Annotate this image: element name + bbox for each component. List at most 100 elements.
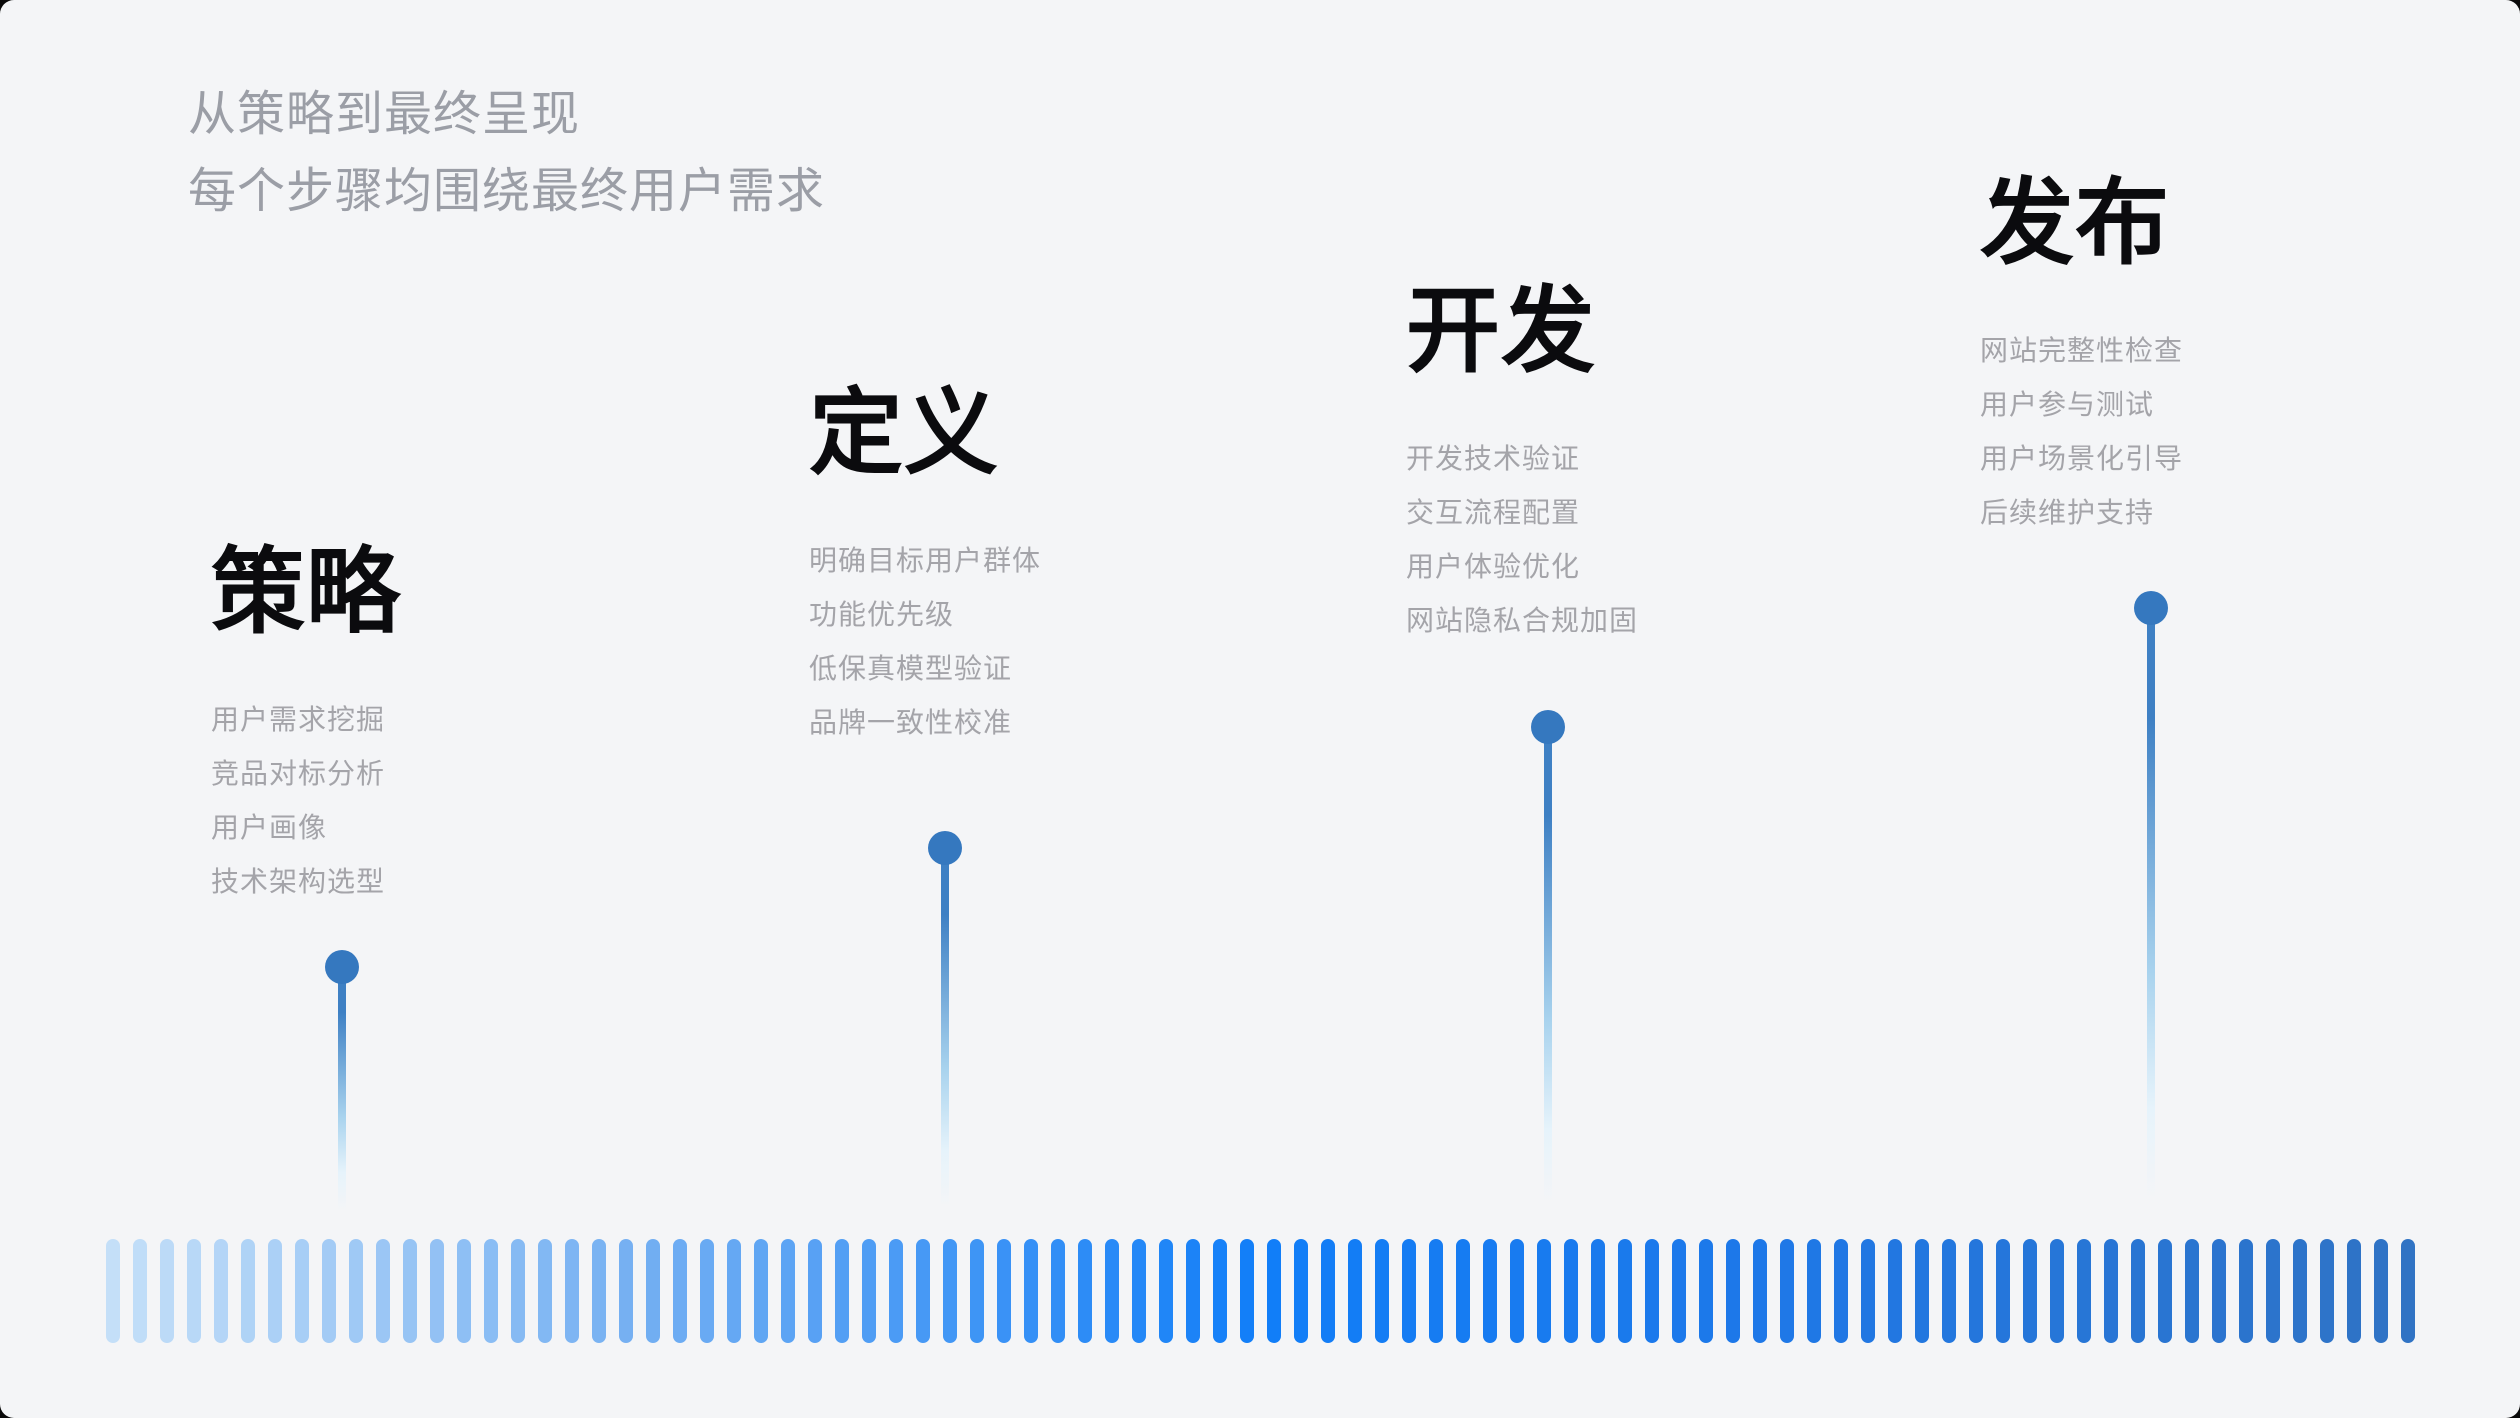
timeline-bar-segment (754, 1239, 768, 1343)
timeline-bar-segment (1159, 1239, 1173, 1343)
timeline-bar-segment (673, 1239, 687, 1343)
stage-item: 低保真模型验证 (809, 653, 1013, 684)
timeline-bar-segment (2131, 1239, 2145, 1343)
timeline-bar-segment (1564, 1239, 1578, 1343)
subtitle-line-2: 每个步骤均围绕最终用户需求 (188, 165, 826, 218)
stage-item: 竞品对标分析 (211, 758, 386, 789)
timeline-bar-segment (781, 1239, 795, 1343)
timeline-bar-segment (2374, 1239, 2388, 1343)
timeline-bar-segment (997, 1239, 1011, 1343)
stage-item-list: 明确目标用户群体 功能优先级 低保真模型验证 品牌一致性校准 (809, 532, 1041, 748)
timeline-bar-segment (1969, 1239, 1983, 1343)
stage-item: 网站完整性检查 (1980, 335, 2184, 366)
timeline-bar-segment (2104, 1239, 2118, 1343)
timeline-bar-segment (403, 1239, 417, 1343)
timeline-dot (928, 831, 962, 865)
timeline-bar-segment (646, 1239, 660, 1343)
timeline-bar-segment (1348, 1239, 1362, 1343)
timeline-bar-segment (2185, 1239, 2199, 1343)
timeline-bar-segment (322, 1239, 336, 1343)
timeline-bar-segment (1510, 1239, 1524, 1343)
timeline-bar-segment (565, 1239, 579, 1343)
timeline-bar-segment (916, 1239, 930, 1343)
timeline-bar-segment (1645, 1239, 1659, 1343)
timeline-dot (2134, 591, 2168, 625)
timeline-bar-segment (457, 1239, 471, 1343)
timeline-bar-segment (187, 1239, 201, 1343)
timeline-bar-segment (1537, 1239, 1551, 1343)
timeline-dot (1531, 710, 1565, 744)
timeline-bar-segment (1024, 1239, 1038, 1343)
timeline-bar-segment (1186, 1239, 1200, 1343)
timeline-bar-segment (1402, 1239, 1416, 1343)
timeline-bar-segment (511, 1239, 525, 1343)
timeline-bar-segment (1078, 1239, 1092, 1343)
stage-title: 定义 (809, 380, 1000, 485)
timeline-bar-segment (484, 1239, 498, 1343)
stage-item: 品牌一致性校准 (809, 707, 1013, 738)
timeline-bar (106, 1239, 2415, 1343)
timeline-bar-segment (1591, 1239, 1605, 1343)
stage-item: 用户参与测试 (1980, 389, 2155, 420)
stage-item: 交互流程配置 (1406, 497, 1581, 528)
timeline-bar-segment (1483, 1239, 1497, 1343)
timeline-bar-segment (268, 1239, 282, 1343)
stage-section-define: 定义 明确目标用户群体 功能优先级 低保真模型验证 品牌一致性校准 (809, 386, 1041, 748)
stage-item: 用户画像 (211, 812, 328, 843)
stage-item: 开发技术验证 (1406, 443, 1581, 474)
stage-title: 发布 (1980, 170, 2171, 275)
stage-title: 策略 (211, 539, 402, 644)
stage-title: 开发 (1406, 278, 1597, 383)
stage-item-list: 开发技术验证 交互流程配置 用户体验优化 网站隐私合规加固 (1406, 430, 1638, 646)
timeline-stem (2147, 608, 2155, 1218)
timeline-bar-segment (1132, 1239, 1146, 1343)
stage-item: 技术架构选型 (211, 866, 386, 897)
timeline-bar-segment (2077, 1239, 2091, 1343)
timeline-bar-segment (2023, 1239, 2037, 1343)
timeline-stem (941, 848, 949, 1218)
stage-item: 用户体验优化 (1406, 551, 1581, 582)
timeline-bar-segment (1753, 1239, 1767, 1343)
timeline-bar-segment (1456, 1239, 1470, 1343)
timeline-stem (1544, 727, 1552, 1218)
timeline-bar-segment (241, 1239, 255, 1343)
timeline-bar-segment (349, 1239, 363, 1343)
timeline-bar-segment (1618, 1239, 1632, 1343)
timeline-bar-segment (2158, 1239, 2172, 1343)
timeline-bar-segment (1861, 1239, 1875, 1343)
timeline-bar-segment (430, 1239, 444, 1343)
stage-section-launch: 发布 网站完整性检查 用户参与测试 用户场景化引导 后续维护支持 (1980, 176, 2183, 538)
timeline-bar-segment (862, 1239, 876, 1343)
timeline-bar-segment (1915, 1239, 1929, 1343)
timeline-bar-segment (1807, 1239, 1821, 1343)
timeline-bar-segment (1213, 1239, 1227, 1343)
stage-section-develop: 开发 开发技术验证 交互流程配置 用户体验优化 网站隐私合规加固 (1406, 284, 1638, 646)
stage-item: 网站隐私合规加固 (1406, 605, 1639, 636)
timeline-bar-segment (727, 1239, 741, 1343)
timeline-bar-segment (2293, 1239, 2307, 1343)
stage-item: 功能优先级 (809, 599, 955, 630)
stage-item: 后续维护支持 (1980, 497, 2155, 528)
stage-item: 用户场景化引导 (1980, 443, 2184, 474)
subtitle-line-1: 从策略到最终呈现 (188, 88, 581, 141)
timeline-bar-segment (2239, 1239, 2253, 1343)
timeline-bar-segment (1942, 1239, 1956, 1343)
timeline-bar-segment (1294, 1239, 1308, 1343)
timeline-bar-segment (1267, 1239, 1281, 1343)
timeline-bar-segment (295, 1239, 309, 1343)
timeline-stem (338, 967, 346, 1218)
diagram-subtitle: 从策略到最终呈现 每个步骤均围绕最终用户需求 (188, 76, 825, 230)
timeline-bar-segment (2401, 1239, 2415, 1343)
stage-section-strategy: 策略 用户需求挖掘 竞品对标分析 用户画像 技术架构选型 (211, 545, 401, 907)
stage-item-list: 用户需求挖掘 竞品对标分析 用户画像 技术架构选型 (211, 691, 401, 907)
timeline-bar-segment (1996, 1239, 2010, 1343)
timeline-dot (325, 950, 359, 984)
timeline-bar-segment (1699, 1239, 1713, 1343)
timeline-bar-segment (106, 1239, 120, 1343)
timeline-bar-segment (1834, 1239, 1848, 1343)
timeline-bar-segment (133, 1239, 147, 1343)
timeline-bar-segment (835, 1239, 849, 1343)
stage-item-list: 网站完整性检查 用户参与测试 用户场景化引导 后续维护支持 (1980, 322, 2183, 538)
timeline-bar-segment (2266, 1239, 2280, 1343)
timeline-bar-segment (889, 1239, 903, 1343)
